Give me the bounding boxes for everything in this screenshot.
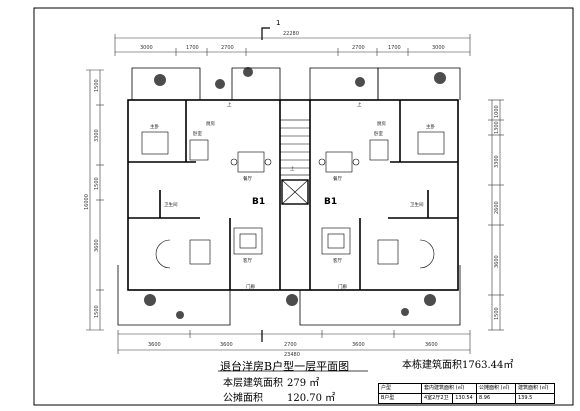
dim-left-3: 1500 xyxy=(94,177,100,190)
left-dimension-texts: 16000 1500 3300 1500 3600 1500 xyxy=(84,79,100,318)
dim-right-3: 3300 xyxy=(494,155,500,168)
dim-bottom-3: 2700 xyxy=(284,342,297,348)
room-label-bedroom-right: 卧室 xyxy=(374,130,383,137)
dim-right-4: 2600 xyxy=(494,201,500,214)
info-cell-type: B户型 xyxy=(378,393,422,404)
dim-bottom-total: 23480 xyxy=(284,352,300,358)
dim-left-1: 1500 xyxy=(94,79,100,92)
unit-label-left: B1 xyxy=(252,197,265,207)
floor-area-label: 本层建筑面积 xyxy=(223,378,283,389)
dim-top-1: 3000 xyxy=(140,45,153,51)
shared-area-value: 120.70 ㎡ xyxy=(287,393,336,404)
drawing-border xyxy=(33,7,574,406)
dim-bottom-1: 3600 xyxy=(148,342,161,348)
walls xyxy=(127,99,459,291)
room-label-dining-left: 餐厅 xyxy=(243,175,252,182)
room-labels: 主卧 卧室 厨房 餐厅 客厅 卫生间 门廊 主卧 卧室 厨房 餐厅 客厅 卫生间… xyxy=(150,101,435,290)
dim-bottom-4: 3600 xyxy=(352,342,365,348)
dim-right-5: 3600 xyxy=(494,255,500,268)
right-dimension-texts: 1000 1300 3300 2600 3600 1500 xyxy=(494,105,500,320)
room-label-master-right: 主卧 xyxy=(426,123,435,130)
section-marker-number: 1 xyxy=(276,19,280,27)
dim-top-total: 22280 xyxy=(283,31,299,37)
stair-up-label-left: 上 xyxy=(227,101,232,108)
furniture-beds xyxy=(141,131,445,265)
top-dimension-texts: 22280 3000 1700 2700 2700 1700 3000 xyxy=(140,31,445,51)
stair-up-label: 上 xyxy=(290,165,295,172)
unit-label-right: B1 xyxy=(324,197,337,207)
dim-left-2: 3300 xyxy=(94,129,100,142)
terraces xyxy=(117,67,461,326)
stair-core xyxy=(279,119,311,205)
stair-up-label-right: 上 xyxy=(357,101,362,108)
plan-title: 退台洋房B户型一层平面图 xyxy=(220,360,350,373)
info-cell-shared-area: 8.96 xyxy=(476,393,516,404)
furniture-dining xyxy=(230,151,360,173)
shared-area-label: 公摊面积 xyxy=(223,393,263,404)
room-label-living-left: 客厅 xyxy=(243,257,252,264)
room-label-bath-left: 卫生间 xyxy=(164,201,178,208)
dim-top-4: 2700 xyxy=(352,45,365,51)
bottom-dimension-texts: 3600 3600 2700 3600 3600 23480 xyxy=(148,342,438,358)
info-header-inner-area: 套内建筑面积 (㎡) xyxy=(421,383,477,394)
dim-right-2: 1300 xyxy=(494,121,500,134)
room-label-living-right: 客厅 xyxy=(333,257,342,264)
room-label-porch-right: 门廊 xyxy=(338,283,347,290)
info-table-row: B户型 4室2厅2卫 130.54 8.96 139.5 xyxy=(378,393,555,404)
info-cell-building-area: 139.5 xyxy=(515,393,555,404)
info-table-header-row: 户型 套内建筑面积 (㎡) 公摊面积 (㎡) 建筑面积 (㎡) xyxy=(378,383,555,394)
dim-right-1: 1000 xyxy=(494,105,500,118)
room-label-dining-right: 餐厅 xyxy=(333,175,342,182)
left-dimensions xyxy=(86,69,104,331)
room-label-kitchen-right: 厨房 xyxy=(377,120,386,127)
dim-left-5: 1500 xyxy=(94,305,100,318)
dim-left-total: 16000 xyxy=(84,194,90,210)
info-header-type: 户型 xyxy=(378,383,422,394)
dim-top-3: 2700 xyxy=(221,45,234,51)
info-cell-layout: 4室2厅2卫 xyxy=(420,393,454,404)
furniture-living xyxy=(233,227,351,255)
dim-top-5: 1700 xyxy=(388,45,401,51)
section-marker xyxy=(261,27,270,342)
dim-left-4: 3600 xyxy=(94,239,100,252)
dim-top-6: 3000 xyxy=(432,45,445,51)
room-label-master-left: 主卧 xyxy=(150,123,159,130)
total-building-area: 本栋建筑面积1763.44㎡ xyxy=(402,360,514,371)
dim-top-2: 1700 xyxy=(186,45,199,51)
bottom-dimensions xyxy=(117,330,471,354)
info-header-shared-area: 公摊面积 (㎡) xyxy=(476,383,516,394)
bay-windows xyxy=(155,239,435,269)
landscape-plants xyxy=(144,67,446,319)
room-label-porch-left: 门廊 xyxy=(246,283,255,290)
room-label-bath-right: 卫生间 xyxy=(410,201,424,208)
room-label-kitchen-left: 厨房 xyxy=(206,120,215,127)
floor-area-value: 279 ㎡ xyxy=(287,378,320,389)
dim-right-6: 1500 xyxy=(494,307,500,320)
top-dimensions xyxy=(114,34,471,56)
dim-bottom-5: 3600 xyxy=(425,342,438,348)
room-label-bedroom-left: 卧室 xyxy=(193,130,202,137)
right-dimensions xyxy=(488,99,504,331)
info-cell-inner-area: 130.54 xyxy=(452,393,477,404)
info-header-building-area: 建筑面积 (㎡) xyxy=(515,383,555,394)
dim-bottom-2: 3600 xyxy=(220,342,233,348)
area-info-table: 户型 套内建筑面积 (㎡) 公摊面积 (㎡) 建筑面积 (㎡) B户型 4室2厅… xyxy=(378,383,555,404)
